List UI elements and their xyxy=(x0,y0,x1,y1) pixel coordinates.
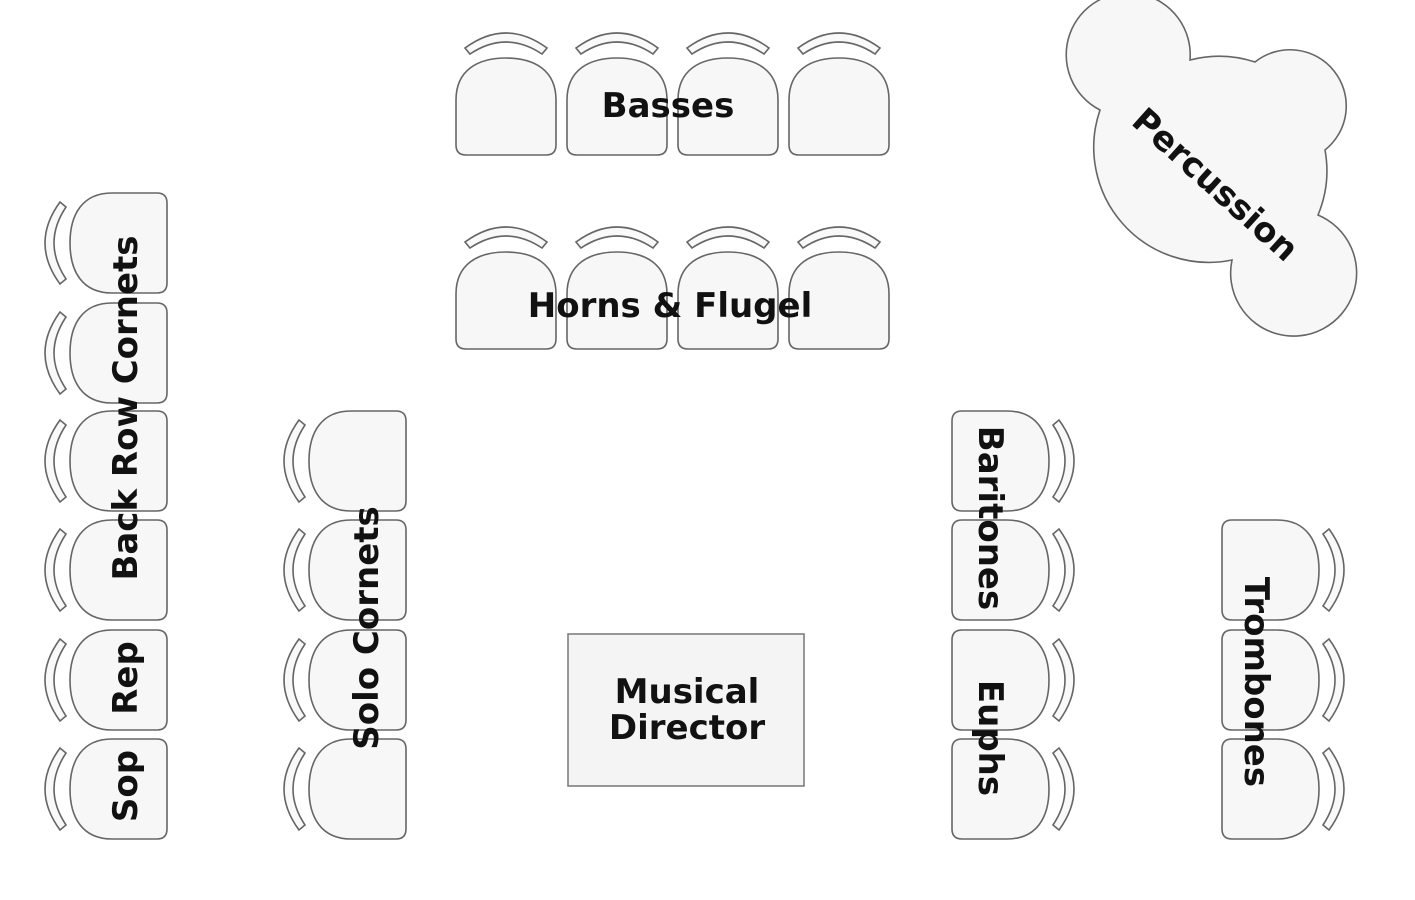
chair-seat xyxy=(788,57,890,156)
chair-back xyxy=(44,746,68,832)
chair-seat xyxy=(951,519,1050,621)
trombone-chair xyxy=(1221,738,1345,840)
solo-cornet-chair xyxy=(283,519,407,621)
chair-back xyxy=(796,226,882,250)
back-row-cornets-label: Back Row Cornets xyxy=(106,235,146,580)
horn-chair xyxy=(455,226,557,350)
solo-cornet-chair xyxy=(283,738,407,840)
baritone-euph-chair xyxy=(951,629,1075,731)
cornet-chair xyxy=(44,629,168,731)
chair-back xyxy=(1051,527,1075,613)
chair-seat xyxy=(951,629,1050,731)
chair-seat xyxy=(951,410,1050,512)
bass-chair xyxy=(788,32,890,156)
chair-seat xyxy=(566,251,668,350)
chair-back xyxy=(1051,637,1075,723)
chair-back xyxy=(574,226,660,250)
bass-chair xyxy=(455,32,557,156)
chair-seat xyxy=(308,629,407,731)
chair-back xyxy=(1321,637,1345,723)
chair-back xyxy=(685,32,771,56)
horn-chair xyxy=(566,226,668,350)
chair-seat xyxy=(69,302,168,404)
trombone-chair xyxy=(1221,519,1345,621)
percussion-area: Percussion xyxy=(1065,0,1358,337)
chair-back xyxy=(44,418,68,504)
baritone-euph-chair xyxy=(951,410,1075,512)
chair-back xyxy=(463,32,549,56)
cornet-chair xyxy=(44,738,168,840)
chair-seat xyxy=(308,519,407,621)
trombone-chair xyxy=(1221,629,1345,731)
chair-seat xyxy=(1221,519,1320,621)
cornet-chair xyxy=(44,302,168,404)
director-label-line2: Director xyxy=(609,708,765,748)
chair-seat xyxy=(69,192,168,294)
chair-back xyxy=(283,746,307,832)
chair-seat xyxy=(951,738,1050,840)
sop-label: Sop xyxy=(106,750,146,822)
director-box xyxy=(567,633,805,787)
percussion-shape xyxy=(1065,0,1358,337)
solo-cornets-label: Solo Cornets xyxy=(347,506,387,750)
chair-back xyxy=(796,32,882,56)
chair-seat xyxy=(69,410,168,512)
cornet-chair xyxy=(44,192,168,294)
chair-back xyxy=(283,527,307,613)
director-label-line1: Musical xyxy=(615,672,760,712)
chairs xyxy=(44,32,1345,840)
chair-seat xyxy=(566,57,668,156)
chair-seat xyxy=(1221,629,1320,731)
cornet-chair xyxy=(44,519,168,621)
basses-label: Basses xyxy=(602,86,735,126)
chair-back xyxy=(44,310,68,396)
chair-seat xyxy=(69,738,168,840)
solo-cornet-chair xyxy=(283,410,407,512)
chair-seat xyxy=(69,519,168,621)
chair-back xyxy=(1051,418,1075,504)
trombones-label: Trombones xyxy=(1236,577,1276,787)
bass-chair xyxy=(566,32,668,156)
chair-back xyxy=(44,200,68,286)
chair-back xyxy=(1321,746,1345,832)
chair-seat xyxy=(455,57,557,156)
chair-seat xyxy=(69,629,168,731)
chair-back xyxy=(1321,527,1345,613)
chair-back xyxy=(463,226,549,250)
chair-seat xyxy=(788,251,890,350)
baritones-label: Baritones xyxy=(970,426,1010,610)
chair-seat xyxy=(677,251,779,350)
baritone-euph-chair xyxy=(951,738,1075,840)
chair-back xyxy=(44,637,68,723)
musical-director: Musical Director xyxy=(567,633,805,787)
chair-back xyxy=(685,226,771,250)
horn-chair xyxy=(677,226,779,350)
euphs-label: Euphs xyxy=(970,680,1010,796)
chair-seat xyxy=(1221,738,1320,840)
chair-seat xyxy=(308,410,407,512)
baritone-euph-chair xyxy=(951,519,1075,621)
bass-chair xyxy=(677,32,779,156)
chair-back xyxy=(1051,746,1075,832)
chair-back xyxy=(283,418,307,504)
chair-seat xyxy=(677,57,779,156)
chair-back xyxy=(44,527,68,613)
horn-chair xyxy=(788,226,890,350)
cornet-chair xyxy=(44,410,168,512)
rep-label: Rep xyxy=(106,641,146,715)
chair-seat xyxy=(455,251,557,350)
chair-back xyxy=(574,32,660,56)
chair-seat xyxy=(308,738,407,840)
solo-cornet-chair xyxy=(283,629,407,731)
horns-flugel-label: Horns & Flugel xyxy=(528,286,812,326)
chair-back xyxy=(283,637,307,723)
